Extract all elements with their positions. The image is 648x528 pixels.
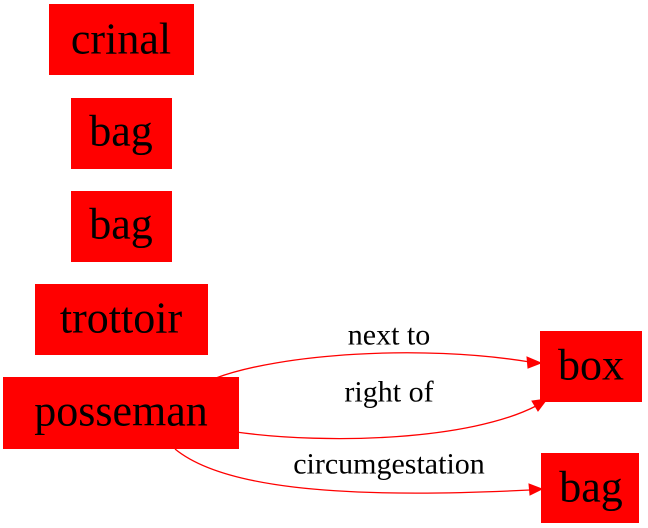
node-label-crinal: crinal xyxy=(71,15,171,64)
node-bag-3: bag xyxy=(541,453,639,523)
nodes: crinal bag bag trottoir posseman box bag xyxy=(3,4,642,523)
edge-labels: next to right of circumgestation xyxy=(293,319,485,481)
node-box: box xyxy=(540,331,642,402)
edge-label-circumgestation: circumgestation xyxy=(293,448,485,481)
node-trottoir: trottoir xyxy=(35,284,208,355)
edge-next-to xyxy=(215,352,531,379)
node-label-bag-2: bag xyxy=(89,200,153,249)
node-bag-1: bag xyxy=(71,98,172,169)
node-label-bag-1: bag xyxy=(89,107,153,156)
node-label-trottoir: trottoir xyxy=(60,294,183,343)
node-label-bag-3: bag xyxy=(559,463,623,512)
edges xyxy=(174,352,549,496)
edge-right-of xyxy=(235,405,537,440)
node-bag-2: bag xyxy=(71,191,172,262)
node-label-posseman: posseman xyxy=(34,387,208,436)
edge-circumgestation xyxy=(174,448,531,494)
edge-label-right-of: right of xyxy=(344,376,433,409)
node-crinal: crinal xyxy=(49,4,194,75)
edge-label-next-to: next to xyxy=(348,319,431,352)
arrowhead-next-to xyxy=(526,356,543,369)
node-label-box: box xyxy=(558,341,624,390)
node-posseman: posseman xyxy=(3,377,239,449)
arrowhead-circumgestation xyxy=(528,483,544,496)
